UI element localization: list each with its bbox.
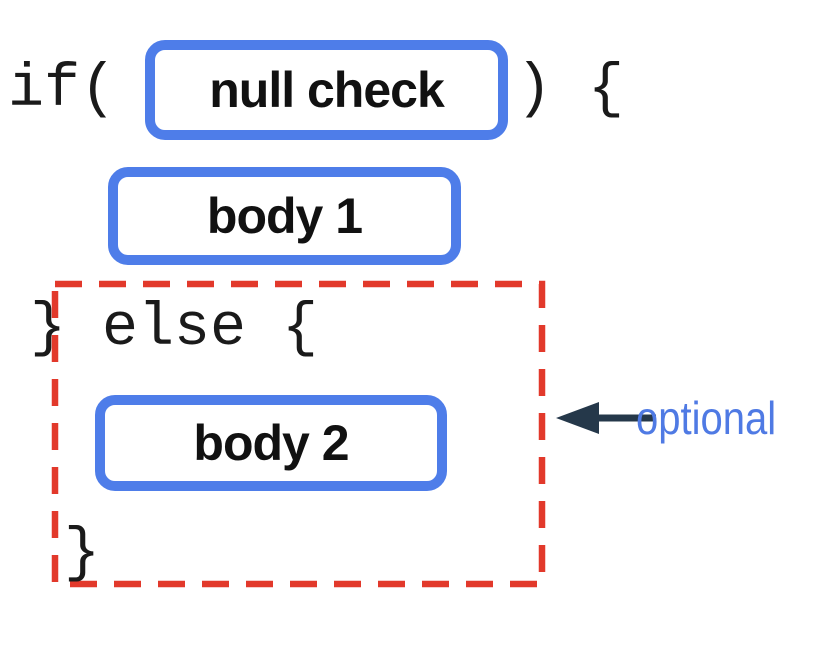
body1-slot: body 1 [108,167,461,265]
closing-brace-text: } [64,520,101,588]
if-open-text: if( [8,56,117,124]
condition-slot: null check [145,40,508,140]
body1-label: body 1 [206,188,363,244]
condition-label: null check [209,62,445,118]
if-close-text: ) { [516,56,625,124]
body2-label: body 2 [193,415,349,471]
else-line-text: } else { [30,295,319,363]
left-arrow-icon [556,402,599,434]
optional-label: optional [636,392,777,444]
body2-slot: body 2 [95,395,447,491]
